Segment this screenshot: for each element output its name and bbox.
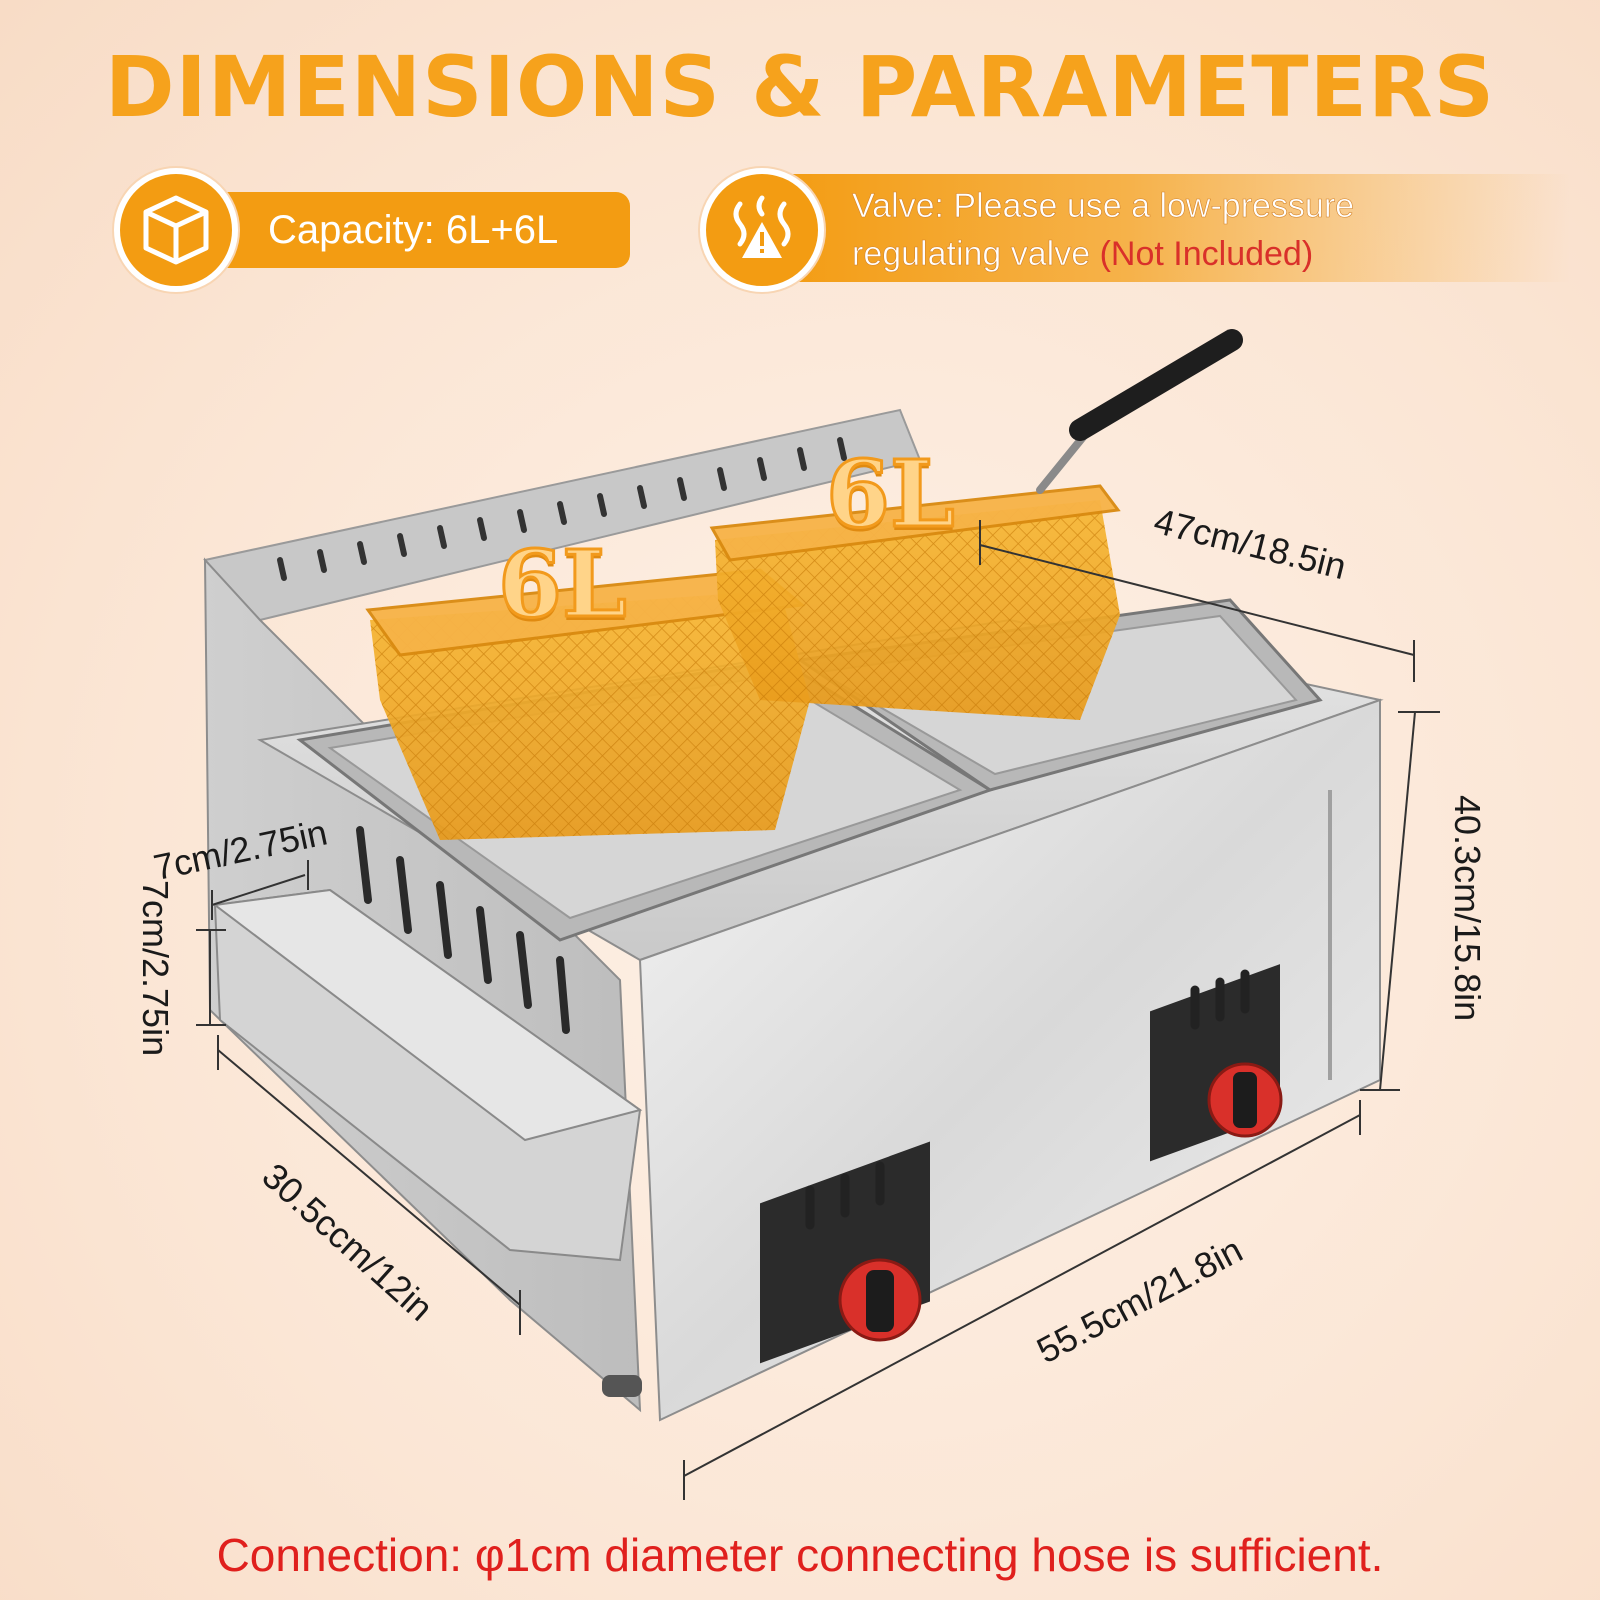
capacity-badge (170, 192, 630, 268)
connection-note: Connection: φ1cm diameter connecting hos… (216, 1529, 1384, 1581)
vent-slots (277, 437, 847, 581)
basket-handle (1036, 329, 1243, 494)
capacity-text: Capacity: 6L+6L (268, 208, 559, 252)
gas-inlet (602, 1375, 642, 1397)
left-basket (365, 568, 810, 840)
valve-text: Valve: Please use a low-pressure regulat… (852, 182, 1355, 278)
height-dimension: 40.3cm/15.8in (1447, 795, 1488, 1022)
dimension-lines (196, 520, 1440, 1500)
right-basket-label: 6L (825, 439, 957, 550)
not-included-note: (Not Included) (1099, 235, 1314, 273)
right-control (1150, 964, 1283, 1162)
side-slots (356, 826, 570, 1034)
drawer-height-dimension: 7cm/2.75in (135, 880, 176, 1057)
valve-line-1: Valve: Please use a low-pressure (852, 187, 1355, 226)
left-control (760, 1141, 930, 1364)
heat-warning-icon (700, 168, 824, 292)
valve-line-2: regulating valve (Not Included) (852, 230, 1354, 278)
valve-banner (770, 174, 1570, 282)
box-icon (114, 168, 238, 292)
valve-line-2-text: regulating valve (852, 235, 1091, 274)
page-title: DIMENSIONS & PARAMETERS (104, 38, 1496, 136)
left-basket-label: 6L (497, 529, 629, 640)
